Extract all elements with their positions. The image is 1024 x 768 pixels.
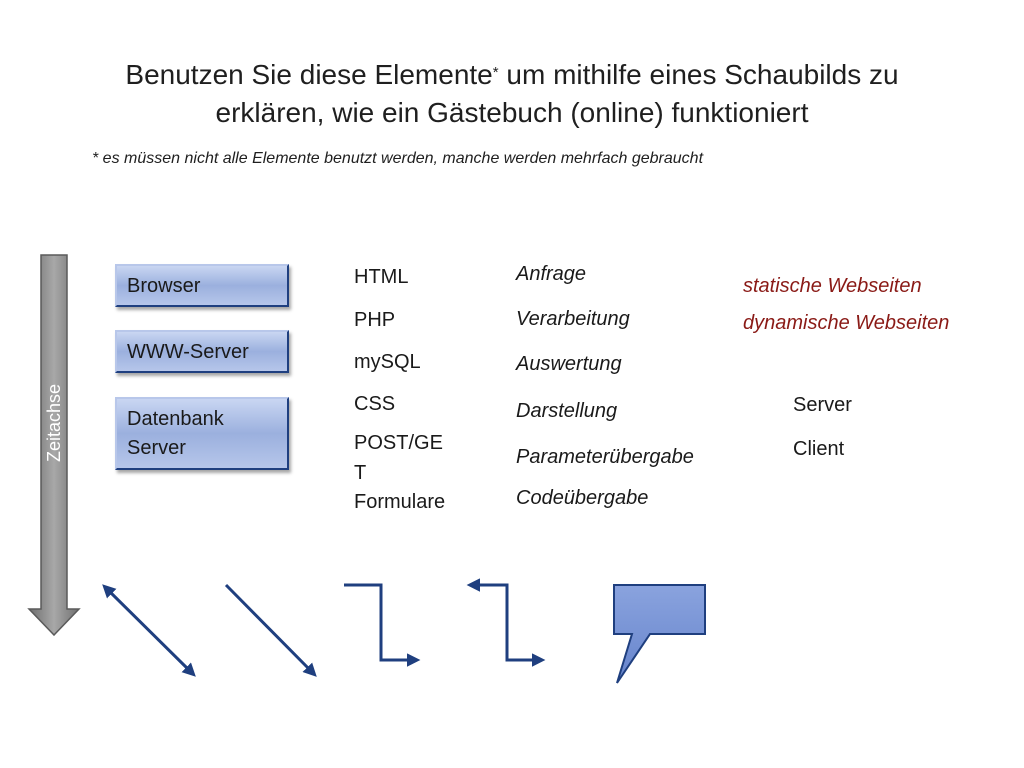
process-parameteruebergabe[interactable]: Parameterübergabe: [516, 446, 694, 468]
database-label-line-2: Server: [127, 437, 186, 459]
tech-html[interactable]: HTML: [354, 266, 409, 288]
www-server-box[interactable]: WWW-Server: [115, 330, 289, 373]
tech-formulare[interactable]: Formulare: [354, 491, 446, 513]
browser-box[interactable]: Browser: [115, 264, 289, 307]
title-part-2: um mithilfe eines Schaubilds zu: [498, 59, 899, 90]
process-auswertung[interactable]: Auswertung: [516, 353, 622, 375]
process-verarbeitung[interactable]: Verarbeitung: [516, 308, 630, 330]
database-server-box[interactable]: Datenbank Server: [115, 397, 289, 470]
www-server-label: WWW-Server: [127, 341, 249, 363]
tech-postget-line-1[interactable]: POST/GE: [354, 432, 443, 454]
time-axis-arrow-icon[interactable]: [27, 254, 81, 637]
dynamic-webpages[interactable]: dynamische Webseiten: [743, 312, 950, 334]
process-darstellung[interactable]: Darstellung: [516, 400, 618, 422]
static-webpages[interactable]: statische Webseiten: [743, 275, 922, 297]
speech-bubble-icon[interactable]: [613, 584, 706, 684]
tech-postget-line-2[interactable]: T: [354, 462, 367, 484]
footnote: * es müssen nicht alle Elemente benutzt …: [92, 150, 704, 167]
process-anfrage[interactable]: Anfrage: [516, 263, 587, 285]
tech-mysql[interactable]: mySQL: [354, 351, 421, 373]
title-part-1: Benutzen Sie diese Elemente: [125, 59, 493, 90]
role-server[interactable]: Server: [793, 394, 852, 416]
step-arrow-left-right-icon[interactable]: [466, 578, 546, 667]
process-codeuebergabe[interactable]: Codeübergabe: [516, 487, 649, 509]
diagonal-double-arrow-icon[interactable]: [102, 584, 196, 677]
title-line-2: erklären, wie ein Gästebuch (online) fun…: [215, 97, 809, 128]
browser-label: Browser: [127, 275, 201, 297]
title-line-1: Benutzen Sie diese Elemente* um mithilfe…: [0, 56, 1024, 94]
tech-php[interactable]: PHP: [354, 309, 396, 331]
diagonal-arrow-icon[interactable]: [224, 583, 317, 677]
slide-title: Benutzen Sie diese Elemente* um mithilfe…: [0, 56, 1024, 132]
role-client[interactable]: Client: [793, 438, 845, 460]
tech-css[interactable]: CSS: [354, 393, 396, 415]
step-arrow-right-icon[interactable]: [344, 583, 421, 667]
time-axis-label: Zeitachse: [44, 383, 64, 463]
database-label-line-1: Datenbank: [127, 408, 224, 430]
title-footnote-marker: *: [492, 64, 499, 81]
